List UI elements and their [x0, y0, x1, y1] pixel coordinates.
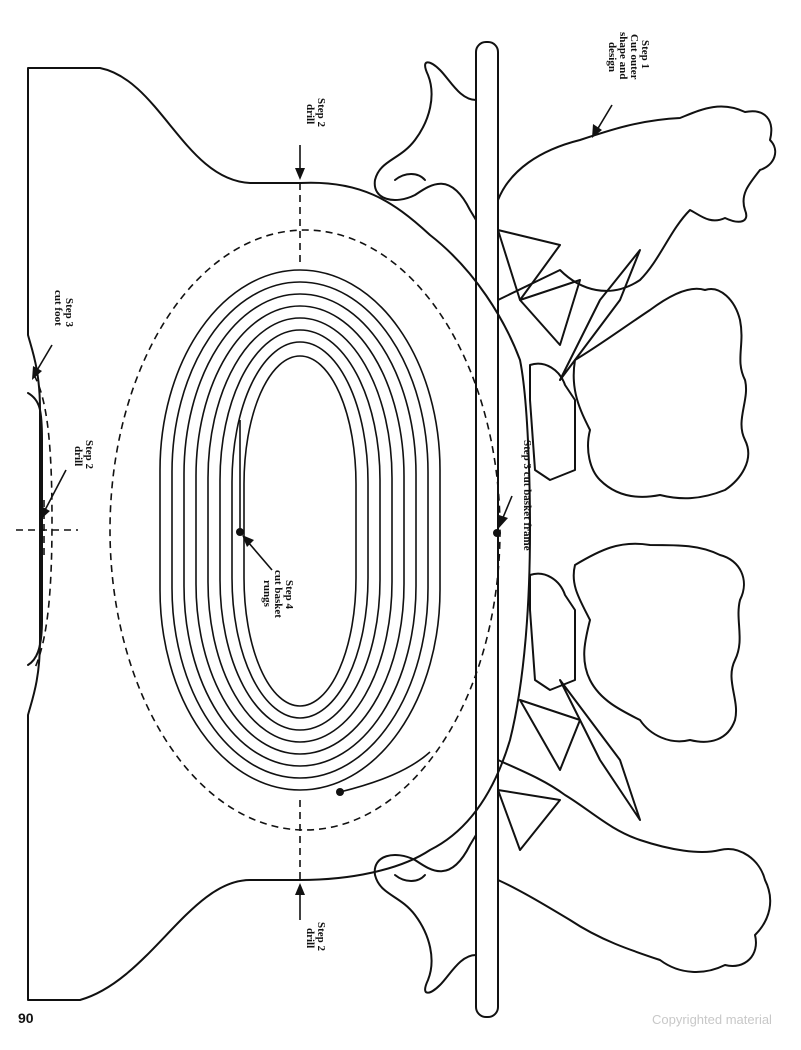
basket-rungs-spiral [159, 269, 441, 796]
rung-end-dot [336, 788, 344, 796]
svg-text:Step 2: Step 2 [315, 922, 327, 952]
svg-text:drill: drill [304, 104, 316, 124]
copyright-notice: Copyrighted material [652, 1012, 772, 1027]
svg-text:drill: drill [304, 928, 316, 948]
basket-outer-outline [27, 67, 531, 1001]
page-number: 90 [18, 1010, 34, 1026]
bear-figure-3 [572, 542, 745, 743]
svg-text:drill: drill [72, 446, 84, 466]
bear-figure-bottom [497, 759, 772, 973]
svg-text:Step 4: Step 4 [283, 580, 295, 610]
foot-dashed-line [33, 374, 53, 671]
bear-figure-top [497, 105, 777, 301]
svg-text:Step 2: Step 2 [315, 98, 327, 128]
svg-text:cut basket: cut basket [272, 570, 284, 618]
scroll-bracket-top [373, 61, 477, 221]
label-step3-frame: Step 3 cut basket frame [521, 440, 533, 551]
svg-text:Step 2: Step 2 [83, 440, 95, 470]
svg-text:Cut outer: Cut outer [628, 34, 640, 80]
svg-text:Step 3: Step 3 [63, 298, 75, 328]
label-step2-top: Step 2 drill [304, 98, 327, 128]
svg-text:Step 3 cut basket frame: Step 3 cut basket frame [521, 440, 533, 551]
label-step2-left: Step 2 drill [72, 440, 95, 470]
basket-frame-dashed [109, 229, 501, 831]
label-step1: Step 1 Cut outer shape and design [606, 32, 651, 80]
svg-text:shape and: shape and [617, 32, 629, 79]
svg-text:rungs: rungs [261, 580, 273, 608]
label-step4: Step 4 cut basket rungs [261, 570, 295, 618]
label-step2-bottom: Step 2 drill [304, 922, 327, 952]
svg-text:Step 1: Step 1 [639, 40, 651, 69]
svg-text:design: design [606, 42, 618, 72]
handle-bar [475, 41, 499, 1018]
svg-text:cut foot: cut foot [52, 290, 64, 326]
rung-start-dot [236, 528, 244, 536]
label-step3-foot: Step 3 cut foot [52, 290, 75, 328]
bear-figure-2 [572, 287, 750, 500]
scroll-bracket-bottom [373, 834, 477, 994]
